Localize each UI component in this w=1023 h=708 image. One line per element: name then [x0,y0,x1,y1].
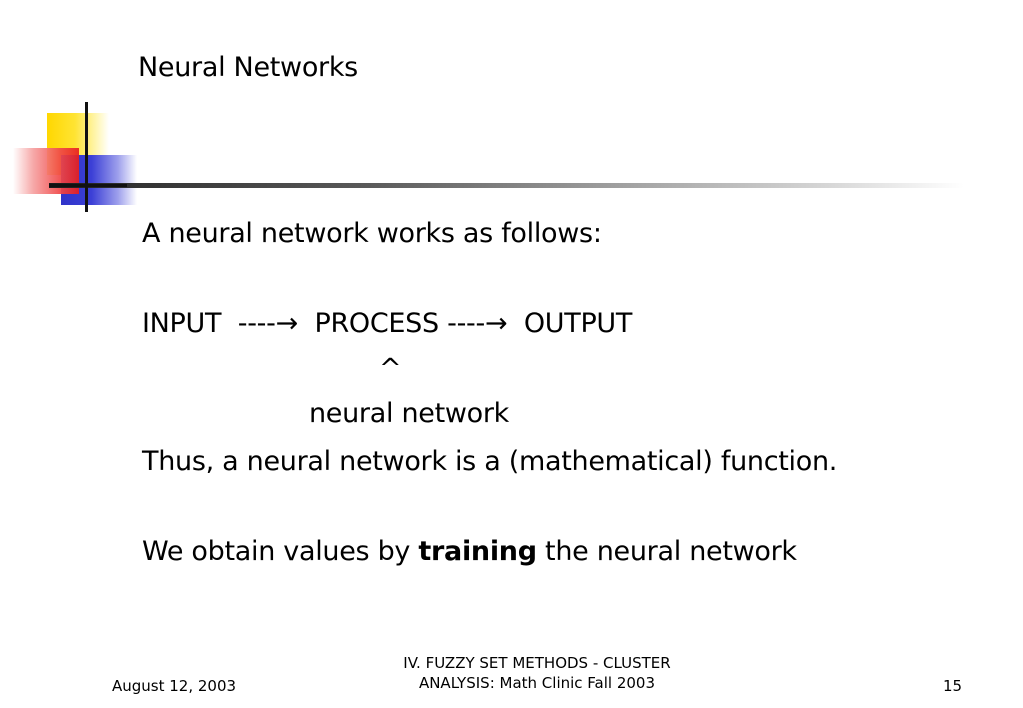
flow-diagram-line: INPUT ----→ PROCESS ----→ OUTPUT [142,308,632,340]
footer-course-title-line-2: ANALYSIS: Math Clinic Fall 2003 [418,674,656,692]
training-sentence: We obtain values by training the neural … [142,536,797,568]
flow-process: PROCESS [314,308,439,339]
right-arrow-icon: → [275,308,299,339]
slide-title: Neural Networks [138,52,358,83]
footer-date: August 12, 2003 [112,677,237,695]
process-note: neural network [309,398,510,429]
footer-course-title-line-1: IV. FUZZY SET METHODS - CLUSTER [403,654,671,672]
flow-input: INPUT [142,308,222,339]
training-emphasis: training [418,536,537,567]
conclusion-text: Thus, a neural network is a (mathematica… [142,446,838,477]
intro-text: A neural network works as follows: [142,218,602,249]
flow-output: OUTPUT [523,308,633,339]
logo-horizontal-line [49,184,127,187]
training-sentence-after: the neural network [545,536,797,567]
caret-marker: ^ [379,353,402,384]
footer-course-title: IV. FUZZY SET METHODS - CLUSTER ANALYSIS… [330,653,744,693]
right-arrow-icon: → [484,308,508,339]
logo-vertical-line [85,102,88,212]
flow-dashes-2: ---- [447,308,485,339]
training-sentence-before: We obtain values by [142,536,411,567]
flow-dashes-1: ---- [237,308,276,339]
title-underline-rule [49,183,964,188]
page-number: 15 [943,677,963,695]
